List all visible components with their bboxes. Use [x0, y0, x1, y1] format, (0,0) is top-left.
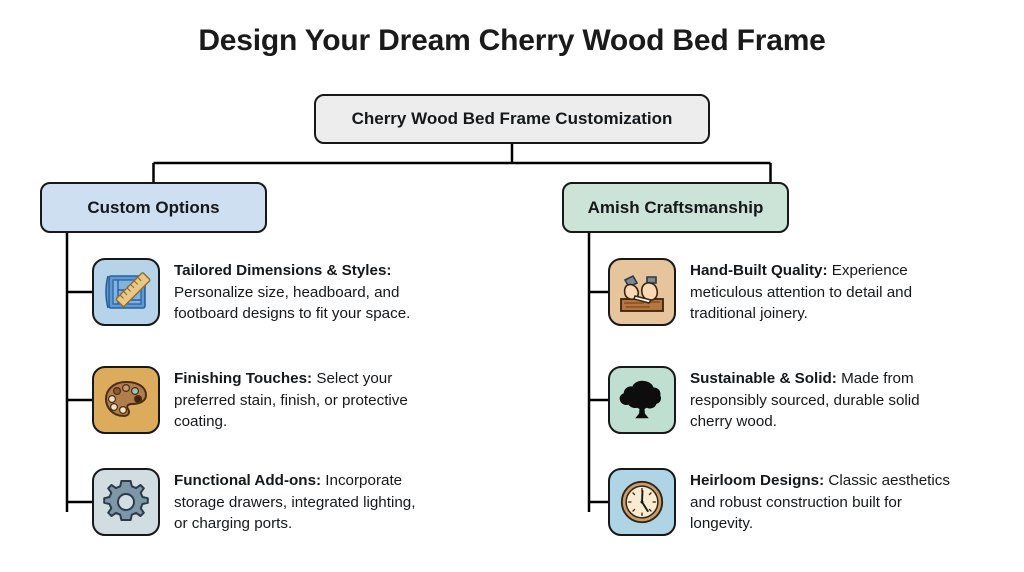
leaf-item-text: Finishing Touches: Select your preferred… [174, 366, 432, 433]
branch-node-custom-options[interactable]: Custom Options [40, 182, 267, 233]
branch-node-amish-craftsmanship[interactable]: Amish Craftsmanship [562, 182, 789, 233]
root-node[interactable]: Cherry Wood Bed Frame Customization [314, 94, 710, 144]
leaf-item-body: Incorporate storage drawers, integrated … [174, 472, 416, 533]
leaf-item-tailored-dimensions[interactable]: Tailored Dimensions & Styles: Personaliz… [92, 258, 432, 326]
blueprint-ruler-icon [92, 258, 160, 326]
leaf-item-functional-addons[interactable]: Functional Add-ons: Incorporate storage … [92, 468, 432, 536]
leaf-item-body: Experience meticulous attention to detai… [690, 262, 913, 323]
leaf-item-title: Finishing Touches: [174, 370, 313, 387]
clock-icon [608, 468, 676, 536]
leaf-item-text: Tailored Dimensions & Styles: Personaliz… [174, 258, 432, 325]
leaf-item-heirloom-designs[interactable]: Heirloom Designs: Classic aesthetics and… [608, 468, 958, 536]
hand-tools-woodworking-icon [608, 258, 676, 326]
leaf-item-text: Sustainable & Solid: Made from responsib… [690, 366, 958, 433]
paint-palette-icon [92, 366, 160, 434]
leaf-item-title: Tailored Dimensions & Styles: [174, 262, 392, 279]
leaf-item-body: Classic aesthetics and robust constructi… [690, 472, 950, 533]
gear-icon [92, 468, 160, 536]
leaf-item-text: Heirloom Designs: Classic aesthetics and… [690, 468, 958, 535]
leaf-item-title: Functional Add-ons: [174, 472, 322, 489]
leaf-item-hand-built-quality[interactable]: Hand-Built Quality: Experience meticulou… [608, 258, 958, 326]
leaf-item-body: Made from responsibly sourced, durable s… [690, 370, 920, 431]
leaf-item-body: Personalize size, headboard, and footboa… [174, 283, 411, 323]
leaf-item-title: Hand-Built Quality: [690, 262, 828, 279]
leaf-item-title: Heirloom Designs: [690, 472, 825, 489]
leaf-item-text: Functional Add-ons: Incorporate storage … [174, 468, 432, 535]
tree-icon [608, 366, 676, 434]
leaf-item-sustainable-solid[interactable]: Sustainable & Solid: Made from responsib… [608, 366, 958, 434]
leaf-item-text: Hand-Built Quality: Experience meticulou… [690, 258, 958, 325]
leaf-item-title: Sustainable & Solid: [690, 370, 837, 387]
leaf-item-body: Select your preferred stain, finish, or … [174, 370, 408, 431]
leaf-item-finishing-touches[interactable]: Finishing Touches: Select your preferred… [92, 366, 432, 434]
page-title: Design Your Dream Cherry Wood Bed Frame [198, 24, 826, 57]
